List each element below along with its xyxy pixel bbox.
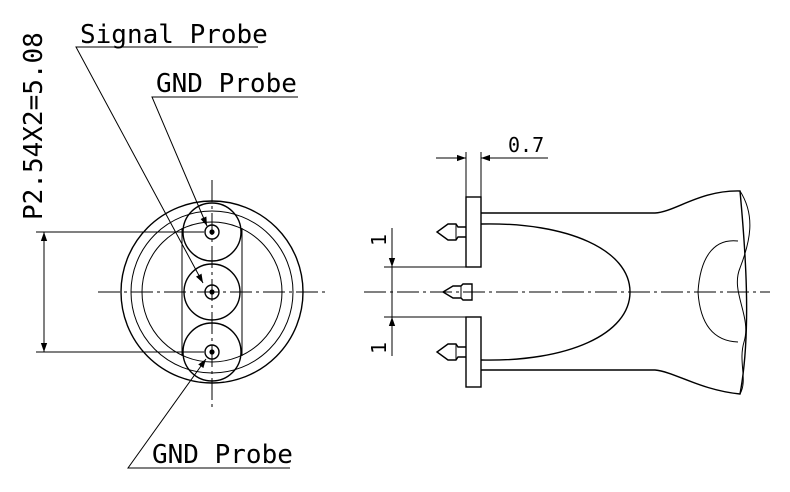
top-flange — [465, 196, 482, 268]
top-pin — [435, 223, 466, 241]
break-line — [736, 190, 751, 395]
signal-probe-tip — [204, 284, 220, 300]
side-view: 0.7 1 1 — [364, 133, 770, 395]
gnd-probe-bottom-tip-dot — [209, 349, 215, 355]
gnd-probe-top-tip-dot — [209, 229, 215, 235]
bottom-flange — [465, 316, 482, 388]
inner-bore-curve — [697, 240, 739, 343]
body-outline — [481, 190, 748, 395]
signal-probe-leader — [75, 46, 258, 284]
signal-pin — [441, 283, 473, 301]
bottom-pin — [435, 343, 466, 361]
offset-lower-label: 1 — [367, 342, 391, 354]
outer-body-inner-ring — [130, 210, 294, 374]
flange-thickness-label: 0.7 — [508, 133, 544, 157]
offset-upper-label: 1 — [367, 234, 391, 246]
gnd-probe-bottom-tip — [204, 344, 220, 360]
outer-body-circle — [120, 200, 304, 384]
gnd-probe-bottom-label: GND Probe — [152, 440, 293, 470]
signal-probe-tip-dot — [209, 289, 215, 295]
gnd-probe-bottom-leader — [127, 358, 290, 469]
gnd-probe-top-label: GND Probe — [156, 69, 297, 99]
gnd-probe-top-tip — [204, 224, 220, 240]
insulator-ring — [141, 221, 283, 363]
insulator-profile — [480, 223, 631, 361]
front-view: P2.54X2=5.08 Signal Probe GND Probe GND … — [19, 20, 328, 470]
signal-probe-body — [183, 263, 241, 321]
signal-probe-label: Signal Probe — [80, 20, 268, 50]
gnd-probe-top-leader — [151, 96, 298, 227]
pitch-dimension-label: P2.54X2=5.08 — [19, 32, 49, 220]
